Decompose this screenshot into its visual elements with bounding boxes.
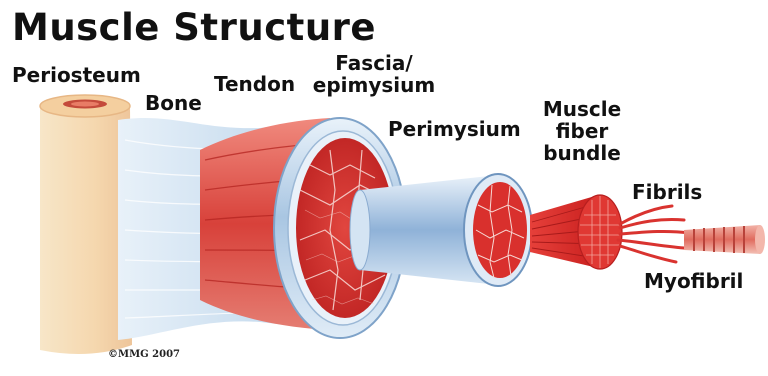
label-bone: Bone: [145, 92, 202, 114]
muscle-fiber-bundle-shape: [530, 195, 622, 269]
label-perimysium: Perimysium: [388, 118, 521, 140]
label-muscle-fiber-bundle: Muscle fiber bundle: [532, 98, 632, 164]
diagram-title: Muscle Structure: [12, 6, 376, 50]
copyright-notice: ©MMG 2007: [108, 349, 180, 360]
label-bundle-line1: Muscle: [532, 98, 632, 120]
label-bundle-line3: bundle: [532, 142, 632, 164]
myofibril-shape: [684, 225, 765, 254]
label-bundle-line2: fiber: [532, 120, 632, 142]
fiber-bundle-cross-section-shape: [473, 182, 527, 278]
label-myofibril: Myofibril: [644, 270, 743, 292]
label-tendon: Tendon: [214, 73, 295, 95]
label-fascia-epimysium: Fascia/ epimysium: [306, 52, 442, 96]
label-periosteum: Periosteum: [12, 64, 141, 86]
label-fascia-line2: epimysium: [306, 74, 442, 96]
label-fascia-line1: Fascia/: [306, 52, 442, 74]
label-fibrils: Fibrils: [632, 181, 702, 203]
fibrils-shape: [618, 206, 690, 262]
